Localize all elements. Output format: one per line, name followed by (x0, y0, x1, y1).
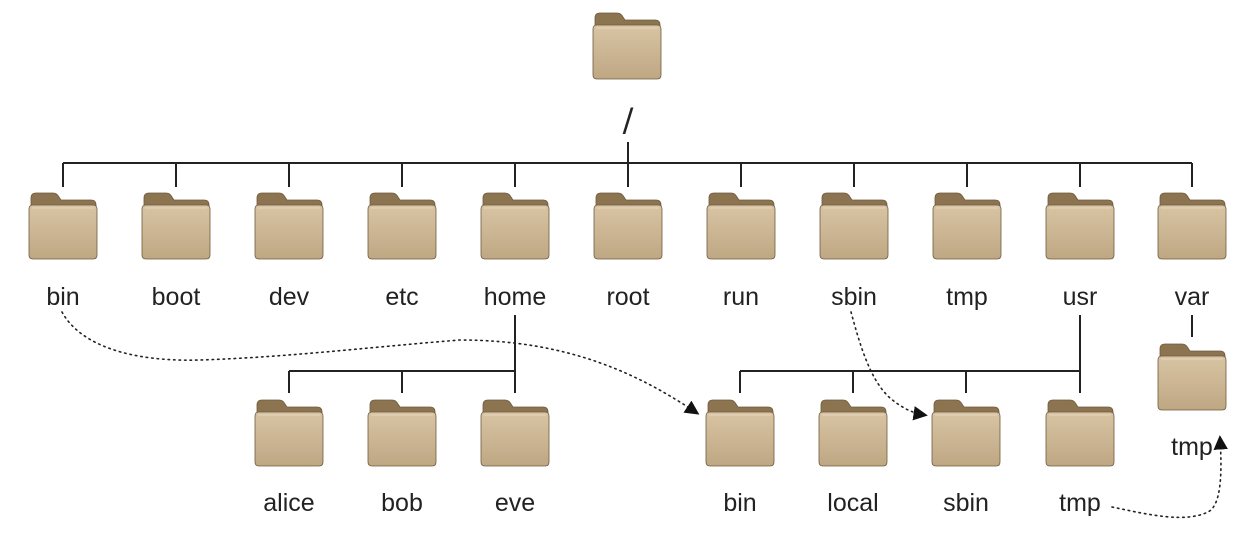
label-sbin: sbin (831, 283, 877, 311)
folder-icon-etc (367, 192, 437, 260)
label-usr-sbin: sbin (943, 489, 989, 517)
folder-icon-var-tmp (1157, 343, 1227, 411)
label-home-eve: eve (495, 489, 535, 517)
folder-icon-usr-tmp (1045, 399, 1115, 467)
label-bin: bin (46, 283, 79, 311)
folder-icon-bin (28, 192, 98, 260)
folder-icon-dev (254, 192, 324, 260)
label-var-tmp: tmp (1171, 433, 1213, 461)
folder-icon-home-eve (480, 399, 550, 467)
home-children-drops (288, 371, 516, 393)
folder-icon-var (1157, 192, 1227, 260)
root-label: / (623, 101, 634, 139)
label-tmp: tmp (946, 283, 988, 311)
folder-nodes: / bin boot dev etc home root run sbin tmp usr var al… (28, 12, 1227, 517)
folder-icon-home-bob (367, 399, 437, 467)
folder-icon-usr-bin (705, 399, 775, 467)
folder-icon-usr-local (818, 399, 888, 467)
label-usr-tmp: tmp (1059, 489, 1101, 517)
folder-icon-home (480, 192, 550, 260)
folder-icon-sbin (819, 192, 889, 260)
label-etc: etc (385, 283, 418, 311)
folder-icon-boot (141, 192, 211, 260)
label-usr-local: local (827, 489, 878, 517)
symlink-arrow-bin (61, 311, 700, 415)
label-dev: dev (269, 283, 310, 311)
label-home-bob: bob (381, 489, 423, 517)
label-home: home (484, 283, 547, 311)
symlink-arrows (61, 311, 1228, 519)
folder-icon-root (592, 12, 662, 80)
symlink-arrow-tmp (1111, 435, 1228, 519)
label-boot: boot (152, 283, 201, 311)
label-run: run (723, 283, 759, 311)
folder-icon-root (593, 192, 663, 260)
folder-icon-usr-sbin (931, 399, 1001, 467)
label-root: root (606, 283, 649, 311)
label-usr-bin: bin (723, 489, 756, 517)
folder-icon-run (706, 192, 776, 260)
top-level-drops (62, 163, 1193, 187)
label-home-alice: alice (263, 489, 314, 517)
folder-icon-tmp (932, 192, 1002, 260)
usr-children-drops (739, 371, 1081, 393)
folder-icon-home-alice (254, 399, 324, 467)
tree-connectors (62, 142, 1193, 393)
folder-icon-usr (1045, 192, 1115, 260)
label-usr: usr (1063, 283, 1098, 311)
label-var: var (1175, 283, 1210, 311)
symlink-arrow-sbin (850, 311, 928, 421)
